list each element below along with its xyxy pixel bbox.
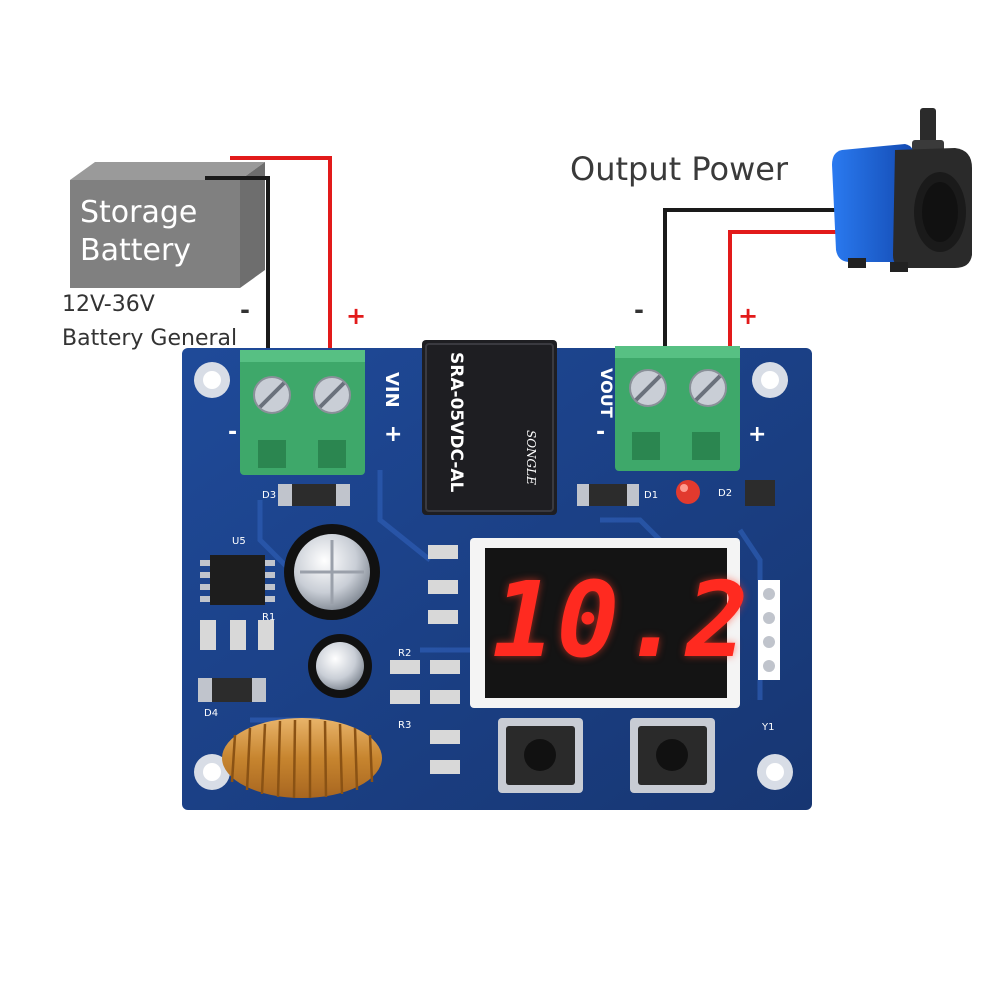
output-terminal-block — [615, 346, 740, 471]
vin-pos-mark: + — [384, 422, 403, 447]
vout-pos-mark: + — [748, 422, 767, 447]
output-power-label: Output Power — [570, 150, 789, 188]
small-capacitor — [308, 634, 372, 698]
relay-model: SRA-05VDC-AL — [446, 352, 466, 493]
output-negative-wire — [663, 208, 846, 352]
battery-negative-wire — [205, 176, 270, 352]
vout-label: VOUT — [597, 368, 616, 418]
button-left[interactable] — [498, 718, 583, 793]
label-r1: R1 — [262, 612, 276, 623]
label-d4: D4 — [204, 708, 219, 719]
output-positive-symbol: + — [738, 302, 759, 330]
smd-components — [198, 480, 780, 774]
battery-label-line2: Battery — [80, 233, 192, 268]
voltage-display: 10.2 — [492, 559, 751, 681]
inductor-coil — [222, 718, 382, 799]
water-pump-image — [832, 108, 972, 272]
label-u5: U5 — [232, 536, 246, 547]
vin-neg-mark: - — [228, 420, 238, 445]
battery-negative-symbol: - — [240, 296, 250, 324]
relay-brand: SONGLE — [524, 430, 538, 485]
vout-neg-mark: - — [596, 420, 606, 445]
battery-label-line1: Storage — [80, 195, 198, 230]
status-led — [676, 480, 700, 504]
input-terminal-block — [240, 350, 365, 475]
battery-wires — [205, 156, 332, 352]
button-right[interactable] — [630, 718, 715, 793]
output-negative-symbol: - — [634, 296, 644, 324]
battery-voltage-range: 12V-36V — [62, 292, 155, 317]
vin-label: VIN — [381, 372, 402, 408]
label-y1: Y1 — [762, 722, 775, 733]
relay — [422, 340, 557, 515]
battery-positive-wire — [230, 156, 332, 352]
label-d3: D3 — [262, 490, 277, 501]
mounting-holes — [194, 362, 793, 790]
output-wires — [663, 208, 846, 352]
label-r3: R3 — [398, 720, 412, 731]
battery-type-label: Battery General — [62, 326, 238, 351]
large-capacitor — [284, 524, 380, 620]
label-r2: R2 — [398, 648, 412, 659]
battery-positive-symbol: + — [346, 302, 367, 330]
storage-battery — [70, 162, 265, 288]
storage-battery-label: Storage Battery — [70, 180, 240, 290]
label-d1: D1 — [644, 490, 659, 501]
output-positive-wire — [728, 230, 846, 352]
label-d2: D2 — [718, 488, 733, 499]
display-module — [470, 538, 740, 708]
